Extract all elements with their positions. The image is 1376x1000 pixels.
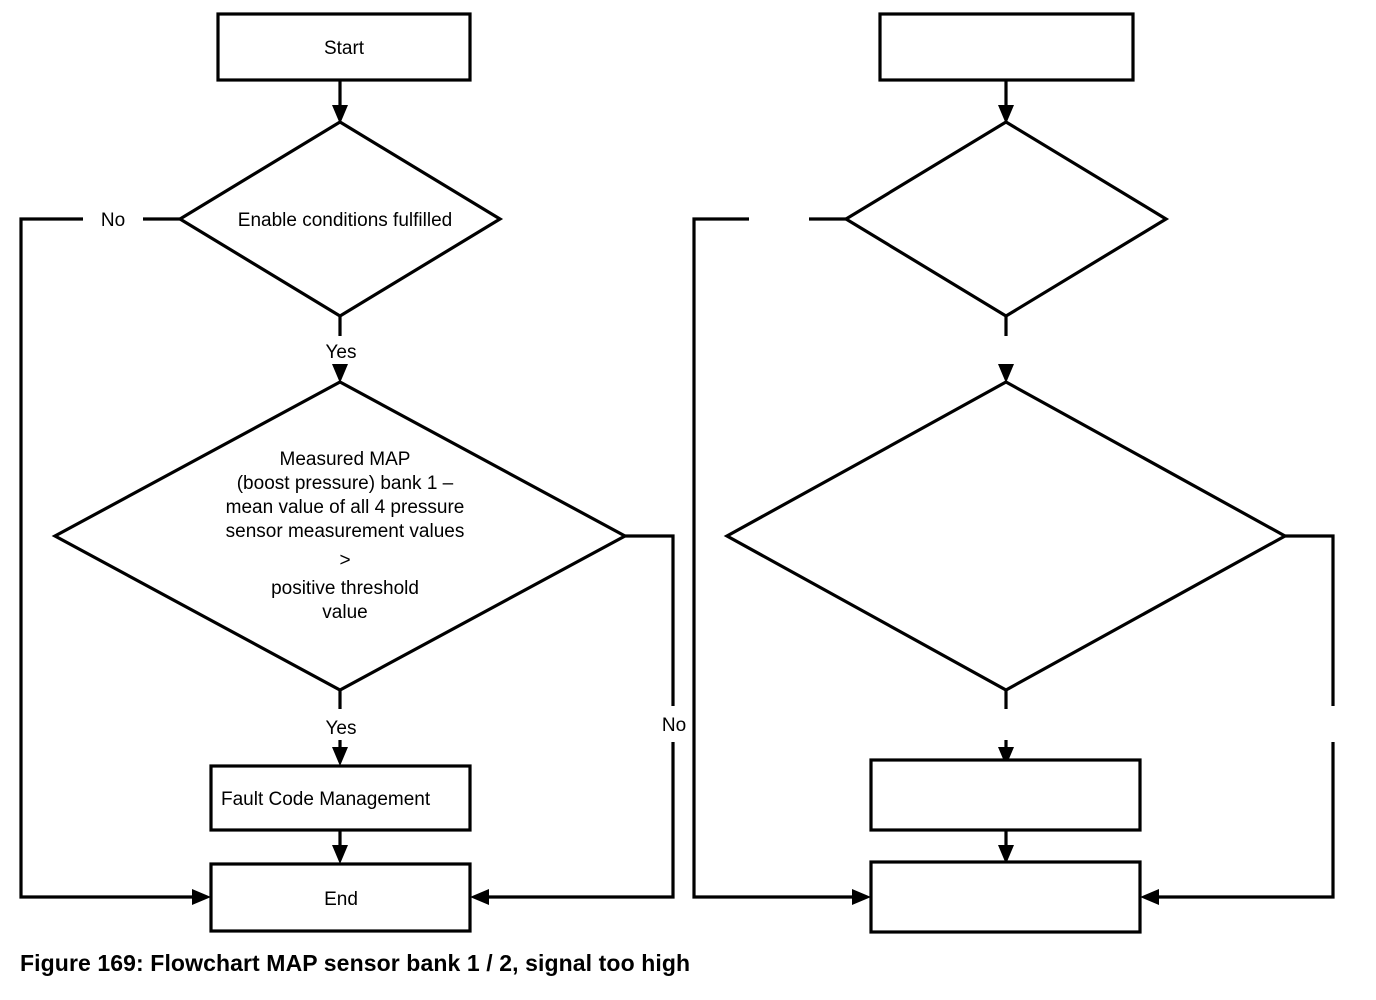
node-start-label: Start [324,38,365,59]
node-fault-code-management-label: Fault Code Management [221,789,431,810]
arrowhead-fcm-to-end-2 [998,845,1014,864]
node-start-box-2[interactable] [878,12,1135,82]
node-map-threshold-label-line-3: mean value of all 4 pressure [226,497,465,518]
edge-map-no-segment-b [482,742,675,899]
arrowhead-map-yes-to-fcm [332,747,348,766]
node-end-box-2[interactable] [869,860,1142,934]
flowchart-canvas: Start Enable conditions fulfilled No Yes… [19,12,1335,934]
arrowhead-start-to-enable-2 [998,105,1014,124]
arrowhead-map-no-to-end-2 [1140,889,1159,905]
arrowhead-enable-no-to-end [192,889,211,905]
edge-label-map-yes: Yes [326,718,357,739]
node-map-threshold-label-line-6: positive threshold [271,578,419,599]
edge-label-map-no: No [662,715,686,736]
arrowhead-fcm-to-end [332,845,348,864]
panel-bank-2 [692,12,1335,934]
edge-enable-no-segment-b-2 [692,217,859,899]
edge-label-enable-yes: Yes [326,342,357,363]
node-map-threshold-label-line-7: value [322,602,367,623]
arrowhead-start-to-enable [332,105,348,124]
arrowhead-map-no-to-end [470,889,489,905]
node-enable-conditions-label: Enable conditions fulfilled [238,210,452,231]
node-end-box[interactable] [209,862,472,933]
node-map-threshold-label-line-5: > [339,550,350,571]
node-fault-code-management-box-2[interactable] [869,758,1142,832]
arrowhead-enable-yes-to-map [332,364,348,383]
panel-bank-1: Start Enable conditions fulfilled No Yes… [19,12,686,933]
node-end-label: End [324,889,358,910]
node-enable-conditions-diamond-2[interactable] [842,120,1170,318]
edge-enable-no-segment-b [19,217,199,899]
node-map-threshold-label-line-4: sensor measurement values [226,521,465,542]
edge-map-no-segment-a-2 [1285,534,1335,706]
node-map-threshold-label-line-2: (boost pressure) bank 1 – [237,473,454,494]
node-map-threshold-diamond-2[interactable] [723,380,1289,692]
arrowhead-enable-no-to-end-2 [852,889,871,905]
node-start-box[interactable] [216,12,472,82]
figure-caption: Figure 169: Flowchart MAP sensor bank 1 … [20,950,691,976]
edge-map-no-segment-a [625,534,675,706]
node-map-threshold-label-line-1: Measured MAP [280,449,411,470]
arrowhead-map-yes-to-fcm-2 [998,747,1014,766]
arrowhead-enable-yes-to-map-2 [998,364,1014,383]
edge-map-no-segment-b-2 [1152,742,1335,899]
edge-label-enable-no: No [101,210,125,231]
